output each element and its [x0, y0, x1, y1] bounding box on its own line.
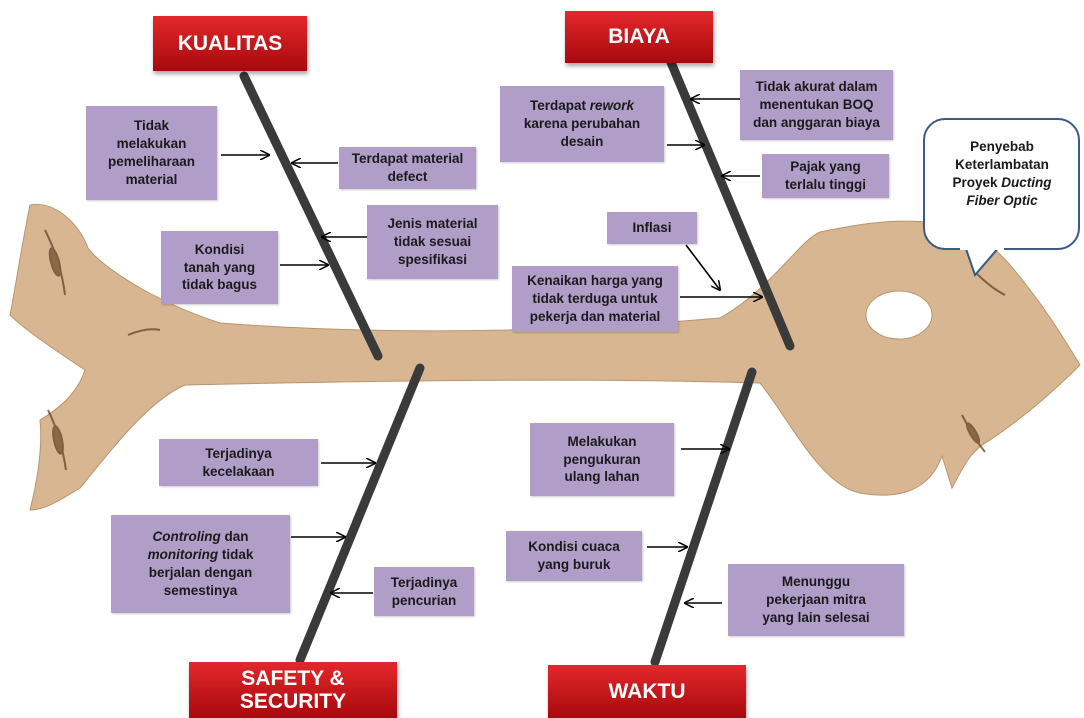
bone-safety: [300, 368, 420, 660]
arrow: [686, 245, 720, 290]
problem-line: Keterlambatan: [952, 156, 1051, 174]
cause-rework: Terdapat rework karena perubahan desain: [500, 86, 664, 162]
cause-controling: Controling dan monitoring tidak berjalan…: [111, 515, 290, 613]
problem-statement: Penyebab Keterlambatan Proyek Ducting Fi…: [931, 126, 1073, 222]
problem-line: Fiber Optic: [966, 193, 1037, 208]
category-waktu: WAKTU: [548, 665, 746, 718]
category-biaya: BIAYA: [565, 11, 713, 63]
fish-eye: [866, 291, 932, 339]
bone-kualitas: [244, 76, 378, 356]
category-kualitas: KUALITAS: [153, 16, 307, 71]
callout-tail-mask: [960, 244, 1004, 250]
category-safety-security: SAFETY &SECURITY: [189, 662, 397, 718]
cause-inflasi: Inflasi: [607, 212, 697, 244]
problem-line: Penyebab: [952, 138, 1051, 156]
problem-line: Proyek Ducting: [952, 174, 1051, 192]
